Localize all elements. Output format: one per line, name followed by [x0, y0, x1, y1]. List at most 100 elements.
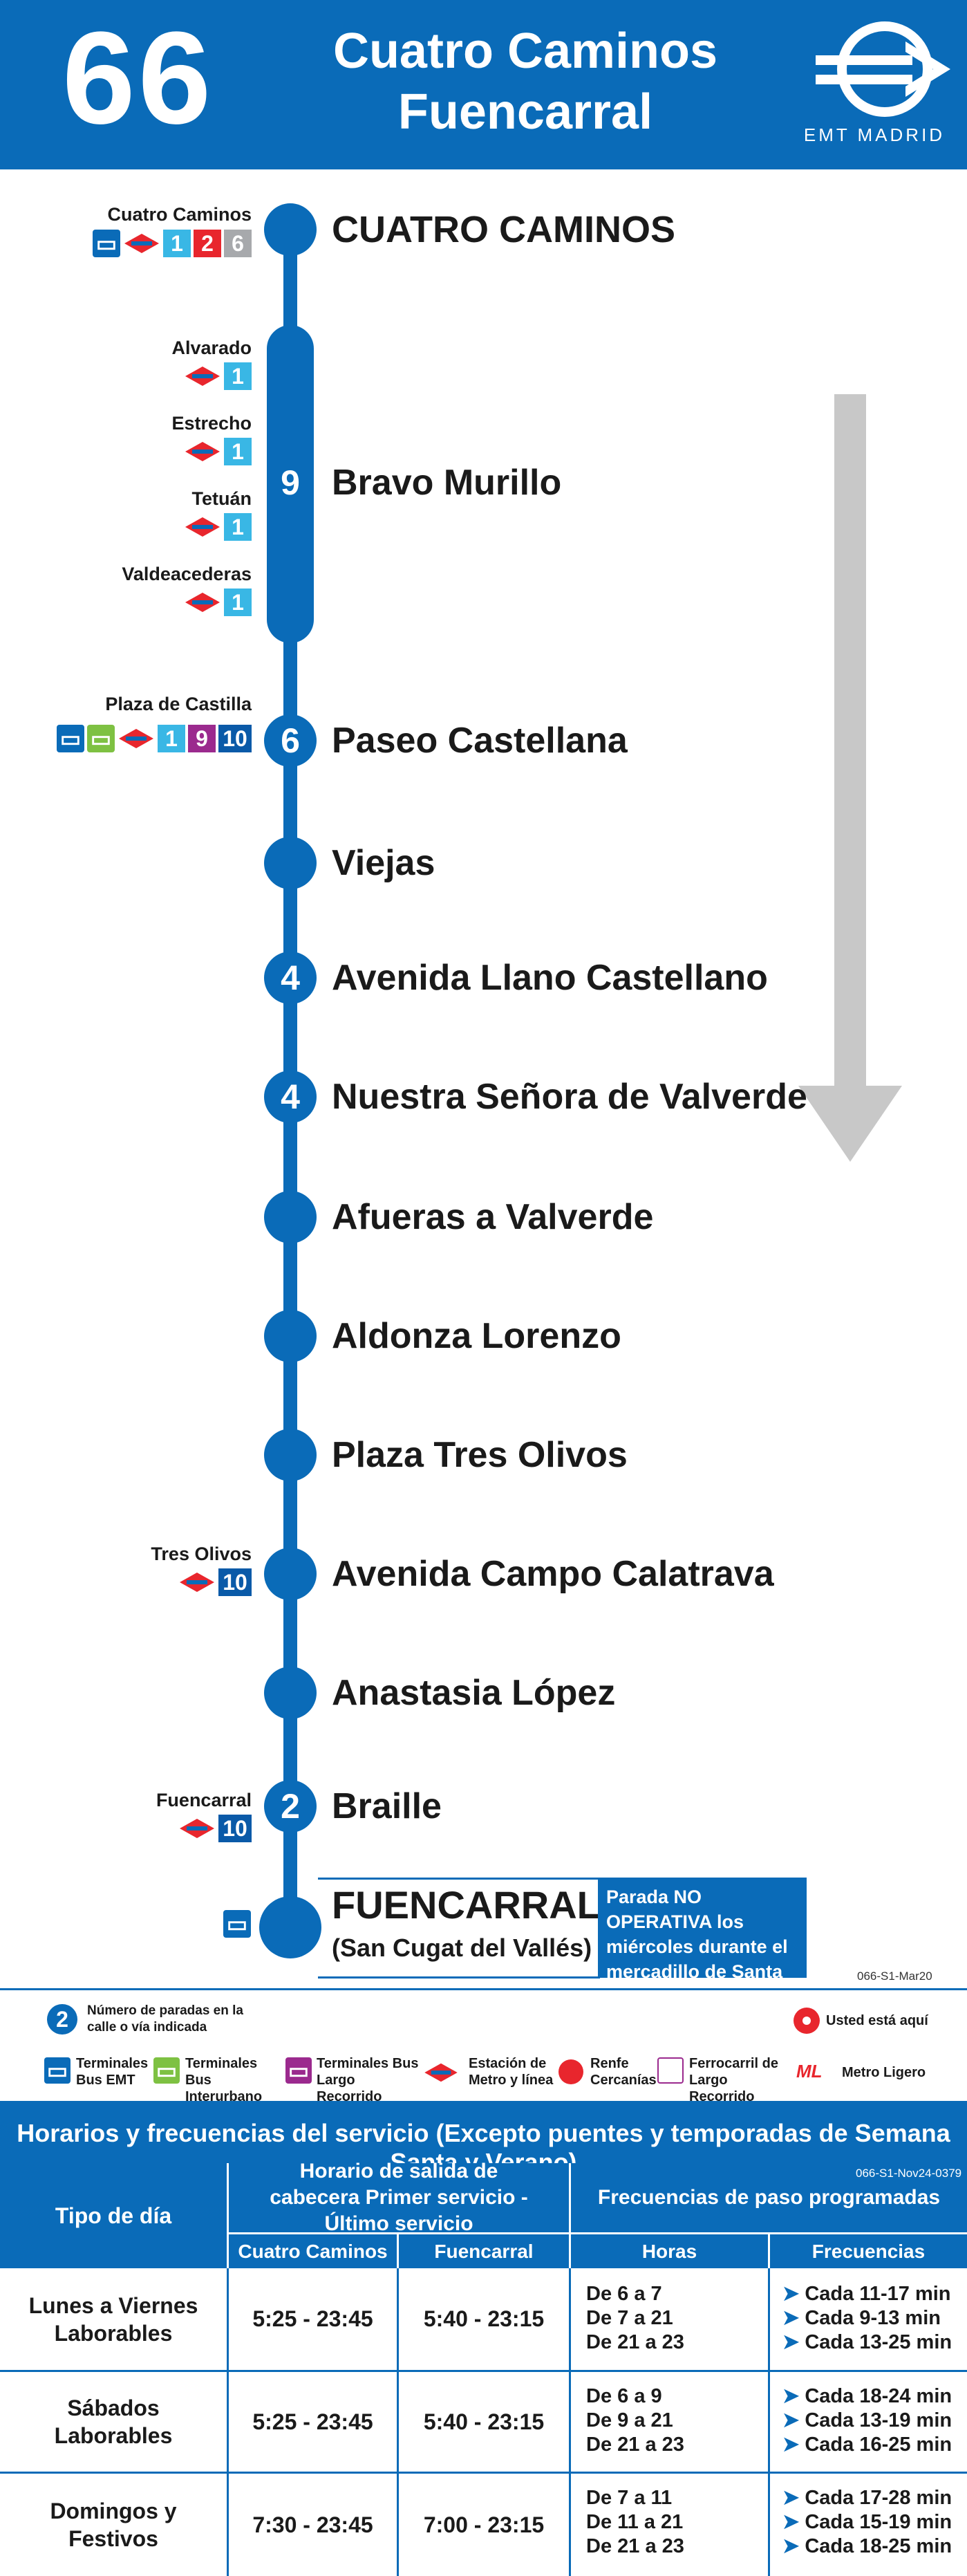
- connection-icons: 1: [184, 362, 252, 390]
- arrow-icon: ➤: [782, 2511, 805, 2533]
- connection-icons: 1: [184, 513, 252, 541]
- stop-dot[interactable]: [264, 1429, 317, 1481]
- table-cell-origin-time: 5:25 - 23:45: [252, 2306, 373, 2331]
- stop-name: CUATRO CAMINOS: [332, 209, 675, 250]
- legend-bus-long-distance: Terminales Bus Largo Recorrido: [317, 2056, 419, 2104]
- terminal-subtitle: (San Cugat del Vallés): [332, 1934, 592, 1962]
- connection-name: Estrecho: [171, 413, 252, 434]
- hours-range: De 6 a 7: [586, 2283, 662, 2305]
- metro-line-badge: 1: [163, 230, 191, 257]
- closure-notice: Parada NO OPERATIVA los miércoles durant…: [598, 1878, 807, 2007]
- brand-label: EMT MADRID: [803, 124, 946, 145]
- hours-range: De 11 a 21: [586, 2511, 684, 2533]
- schedule-title-bar: [0, 2101, 967, 2163]
- stop-dot[interactable]: [264, 1548, 317, 1600]
- stop-dot[interactable]: [264, 1667, 317, 1719]
- table-cell-destination-time: 5:40 - 23:15: [423, 2409, 545, 2434]
- column-header-departure: Horario de salida de cabecera Primer ser…: [229, 2160, 569, 2235]
- emt-logo-icon: [816, 21, 950, 117]
- stop-dot[interactable]: [264, 837, 317, 889]
- direction-arrow-icon: [798, 394, 902, 1162]
- header-divider: [569, 2163, 571, 2268]
- hours-range: De 21 a 23: [586, 2535, 684, 2557]
- metro-icon: [185, 367, 220, 386]
- stop-count-badge: 4: [281, 958, 300, 997]
- connection-name: Fuencarral: [156, 1790, 252, 1810]
- hours-range: De 6 a 9: [586, 2385, 662, 2407]
- metro-line-badge: 9: [188, 725, 216, 752]
- metro-icon: [185, 593, 220, 612]
- renfe-icon: [558, 2059, 583, 2084]
- stop-name: Viejas: [332, 843, 435, 883]
- legend-stops-count: Número de paradas en la calle o vía indi…: [87, 2003, 243, 2035]
- arrow-icon: ➤: [782, 2535, 805, 2557]
- frequency-value: Cada 9-13 min: [805, 2307, 941, 2329]
- interurban-bus-icon: ▭: [87, 725, 115, 752]
- arrow-icon: ➤: [782, 2331, 805, 2353]
- metro-icon: [185, 517, 220, 537]
- route-origin: Cuatro Caminos: [332, 24, 718, 79]
- legend-renfe: Renfe Cercanías: [590, 2056, 657, 2088]
- hours-range: De 21 a 23: [586, 2331, 684, 2353]
- hours-range: De 21 a 23: [586, 2434, 684, 2456]
- metro-line-badge: 2: [194, 230, 221, 257]
- arrow-icon: ➤: [782, 2385, 805, 2407]
- table-cell-hours: De 6 a 7 De 7 a 21 De 21 a 23: [586, 2282, 684, 2355]
- table-cell-frequencies: ➤ Cada 17-28 min ➤ Cada 15-19 min ➤ Cada…: [782, 2486, 952, 2559]
- connection-icons: 1: [184, 438, 252, 465]
- stops-count-legend-badge: 2: [47, 2004, 77, 2035]
- stop-dot[interactable]: [264, 1310, 317, 1362]
- long-distance-bus-icon: ▭: [285, 2057, 312, 2084]
- bus-terminal-icon: ▭: [223, 1910, 251, 1938]
- bus-terminal-icon: ▭: [57, 725, 84, 752]
- arrow-icon: ➤: [782, 2409, 805, 2431]
- table-cell-origin-time: 7:30 - 23:45: [252, 2512, 373, 2537]
- metro-line-badge: 1: [224, 438, 252, 465]
- metro-icon: [119, 729, 153, 748]
- arrow-icon: ➤: [782, 2487, 805, 2509]
- connection-name: Valdeacederas: [122, 564, 252, 584]
- arrow-icon: ➤: [782, 2434, 805, 2456]
- legend-bus-emt: Terminales Bus EMT: [76, 2056, 149, 2088]
- column-header-frequency: Frecuencias de paso programadas: [571, 2163, 967, 2232]
- connection-icons: 10: [178, 1568, 252, 1596]
- frequency-value: Cada 13-19 min: [805, 2409, 952, 2431]
- stop-dot[interactable]: [264, 952, 317, 1004]
- terminal-stop-dot[interactable]: [259, 1896, 321, 1958]
- table-cell-hours: De 7 a 11 De 11 a 21 De 21 a 23: [586, 2486, 684, 2559]
- document-code: 066-S1-Mar20: [857, 1970, 932, 1983]
- stop-name: Nuestra Señora de Valverde: [332, 1077, 807, 1117]
- legend-you-are-here: Usted está aquí: [826, 2013, 928, 2028]
- stop-count-badge: 6: [281, 721, 300, 760]
- table-cell-hours: De 6 a 9 De 9 a 21 De 21 a 23: [586, 2384, 684, 2457]
- stop-name: Aldonza Lorenzo: [332, 1316, 621, 1356]
- route-title: Cuatro Caminos Fuencarral: [325, 21, 726, 142]
- header-divider: [227, 2163, 229, 2268]
- train-icon: [657, 2057, 684, 2084]
- frequency-value: Cada 11-17 min: [805, 2283, 951, 2305]
- metro-icon: [180, 1573, 214, 1592]
- metro-line-badge: 1: [224, 589, 252, 616]
- table-row-day: Domingos y Festivos: [50, 2499, 177, 2551]
- metro-icon: [185, 442, 220, 461]
- subheader-origin: Cuatro Caminos: [229, 2234, 397, 2268]
- hours-range: De 7 a 21: [586, 2307, 673, 2329]
- table-cell-destination-time: 7:00 - 23:15: [423, 2512, 545, 2537]
- metro-line-badge: 10: [218, 1815, 252, 1842]
- hours-range: De 9 a 21: [586, 2409, 673, 2431]
- stop-dot[interactable]: [264, 1780, 317, 1833]
- legend-bus-interurban: Terminales Bus Interurbano: [185, 2056, 263, 2104]
- stop-dot[interactable]: [264, 1191, 317, 1243]
- metro-line-badge: 6: [224, 230, 252, 257]
- table-divider: [397, 2268, 399, 2576]
- stop-dot[interactable]: [264, 714, 317, 767]
- connection-name: Tres Olivos: [151, 1544, 252, 1564]
- column-header-day: Tipo de día: [0, 2163, 227, 2268]
- stop-dot[interactable]: [264, 203, 317, 256]
- legend-long-distance-train: Ferrocarril de Largo Recorrido: [689, 2056, 778, 2104]
- stop-dot[interactable]: [264, 1071, 317, 1123]
- connection-icons: 10: [178, 1815, 252, 1842]
- bus-terminal-icon: ▭: [93, 230, 120, 257]
- stop-name: Braille: [332, 1786, 442, 1826]
- arrow-icon: ➤: [782, 2283, 805, 2305]
